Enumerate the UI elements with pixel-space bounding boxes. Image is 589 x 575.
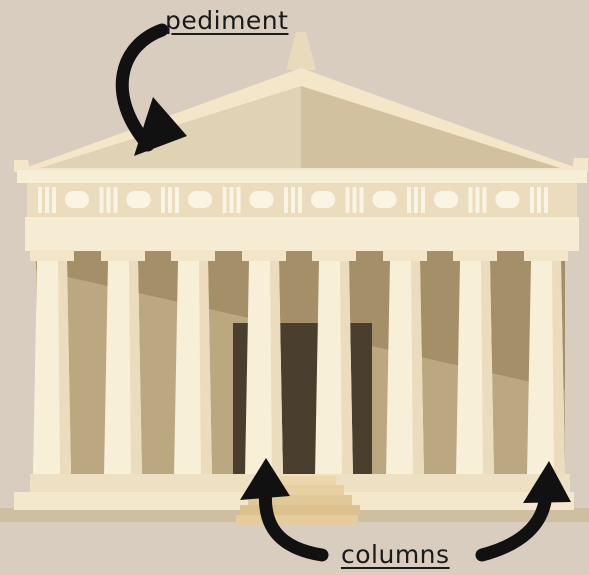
triglyph-bar [106,187,111,213]
triglyph-bar [421,187,425,213]
column-shade [58,261,71,476]
step-2 [256,485,344,495]
metope [249,191,274,208]
triglyph-bar [352,187,357,213]
column-capital [242,250,286,261]
triglyph-bar [168,187,172,213]
column-capital [101,250,145,261]
columns-arrow-right-head [523,461,571,503]
column-capital [383,250,427,261]
column-capital [171,250,215,261]
column-shade [552,261,565,476]
columns-arrow-left [240,458,329,562]
pediment-arrow-head [134,97,187,156]
column-shade [270,261,283,476]
roof-finial [286,32,316,70]
metope [126,191,151,208]
triglyph-bar [407,187,411,213]
triglyph-bar [482,187,487,213]
colonnade [30,250,568,476]
column-capital [312,250,356,261]
metope [65,191,89,208]
metope [372,191,397,208]
triglyph-bar [359,187,364,213]
triglyph-bar [99,187,104,213]
column-shade [199,261,212,476]
columns-label: columns [341,540,450,569]
acroterion-right [572,158,588,172]
triglyph-bar [298,187,302,213]
triglyph-bar [52,187,56,213]
column-capital [30,250,74,261]
column-capital [524,250,568,261]
triglyph-bar [38,187,42,213]
metope [188,191,212,208]
pediment-right-face [301,86,560,168]
pediment-label: pediment [165,6,289,35]
triglyph-bar [45,187,49,213]
triglyph-bar [475,187,480,213]
columns-arrow-left-shaft [258,481,329,562]
triglyph-bar [468,187,473,213]
column-shade [411,261,424,476]
triglyph-bar [113,187,118,213]
triglyph-bar [345,187,350,213]
back-wall-dark [36,250,565,390]
pediment-arrow [115,23,187,156]
column-shade [481,261,494,476]
acroterion-left [14,160,30,172]
column-capital [453,250,497,261]
column-shade [129,261,142,476]
cornice [17,170,587,183]
triglyph-bar [236,187,241,213]
triglyph-bar [544,187,548,213]
columns-arrow-right [475,461,571,562]
column-shade [340,261,353,476]
triglyph-bar [229,187,234,213]
step-3 [248,495,352,505]
metope [434,191,458,208]
metope [495,191,520,208]
triglyph-bar [222,187,227,213]
step-5 [236,515,358,525]
metope [311,191,335,208]
triglyph-bar [175,187,179,213]
triglyph-bar [537,187,541,213]
triglyph-bar [291,187,295,213]
columns-arrow-left-head [240,458,290,500]
triglyph-bar [284,187,288,213]
triglyphs [38,187,548,213]
step-1 [264,476,336,485]
step-4 [240,505,360,515]
triglyph-bar [161,187,165,213]
triglyph-bar [414,187,418,213]
triglyph-bar [530,187,534,213]
pediment-arrow-shaft [115,23,169,152]
architrave [25,217,579,251]
